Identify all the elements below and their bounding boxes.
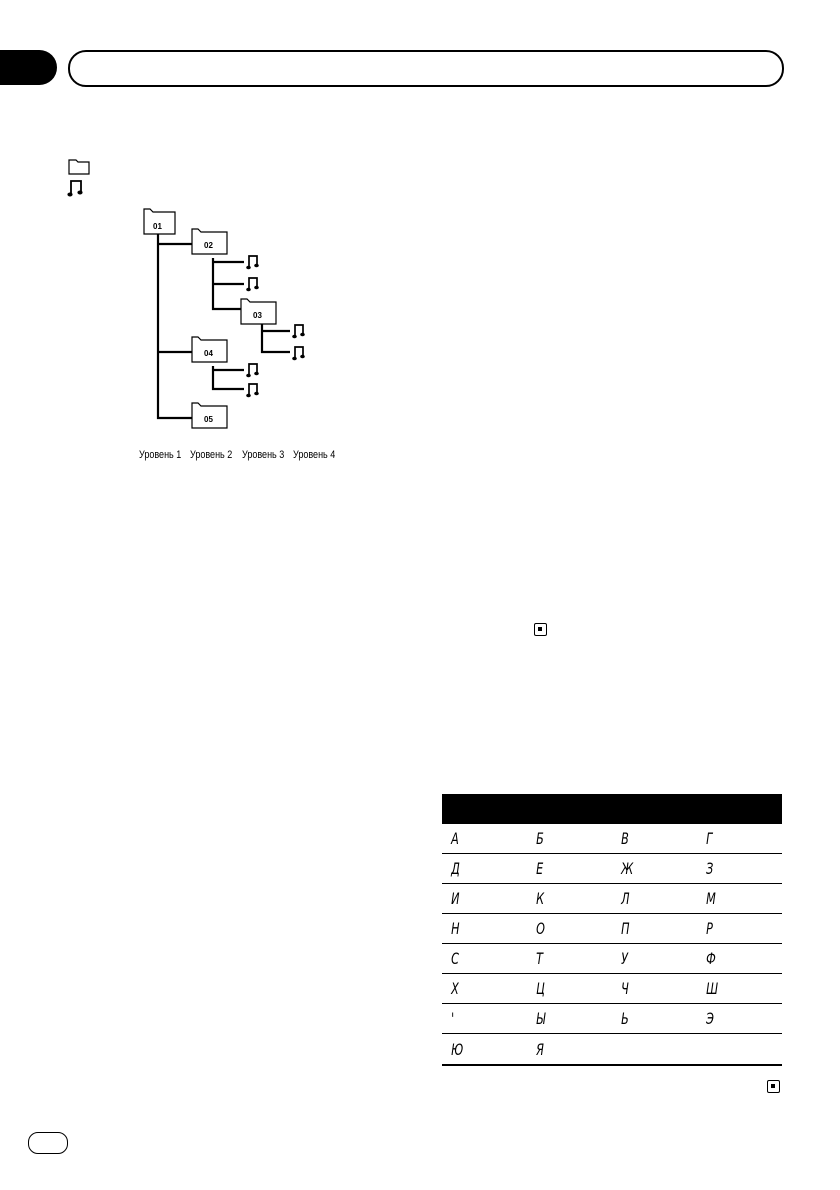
- folder-03: 03: [240, 298, 277, 325]
- folder-05: 05: [191, 402, 228, 429]
- table-cell: И: [451, 889, 460, 908]
- folder-02-label: 02: [204, 241, 213, 250]
- character-display-table: А Б В Г Д Е Ж З И К Л М Н О П Р С Т У Ф: [442, 794, 782, 1066]
- table-cell: Т: [536, 949, 543, 968]
- folder-04: 04: [191, 336, 228, 363]
- table-cell: Ь: [621, 1009, 629, 1028]
- music-note-icon: [245, 277, 260, 293]
- table-cell: С: [451, 949, 459, 968]
- level-label-1: Уровень 1: [139, 449, 182, 461]
- table-cell: Б: [536, 829, 544, 848]
- music-note-icon: [245, 363, 260, 379]
- folder-tree-diagram: 01 02 03 04 05: [143, 208, 306, 429]
- folder-01-label: 01: [153, 222, 162, 231]
- folder-04-label: 04: [204, 349, 213, 358]
- table-cell: Е: [536, 859, 544, 878]
- chapter-tab: [0, 50, 57, 85]
- table-cell: Р: [706, 919, 713, 938]
- table-cell: У: [621, 949, 628, 968]
- table-cell: А: [451, 829, 459, 848]
- table-cell: Ш: [706, 979, 719, 998]
- table-cell: Ч: [621, 979, 629, 998]
- section-header-bar: [68, 50, 784, 87]
- table-cell: Ж: [621, 859, 634, 878]
- table-cell: Ц: [536, 979, 545, 998]
- level-label-4: Уровень 4: [293, 449, 336, 461]
- table-cell: В: [621, 829, 629, 848]
- table-cell: Ф: [706, 949, 716, 968]
- folder-icon: [68, 159, 90, 175]
- table-row: Ю Я: [442, 1034, 782, 1066]
- music-note-icon: [291, 346, 306, 362]
- music-note-icon: [245, 255, 260, 271]
- page-number-box: [28, 1132, 68, 1154]
- folder-03-label: 03: [253, 311, 262, 320]
- folder-05-label: 05: [204, 415, 213, 424]
- stop-square-icon: [767, 1080, 780, 1093]
- table-row: Х Ц Ч Ш: [442, 974, 782, 1004]
- table-cell: Д: [451, 859, 460, 878]
- table-row: И К Л М: [442, 884, 782, 914]
- table-body: А Б В Г Д Е Ж З И К Л М Н О П Р С Т У Ф: [442, 824, 782, 1066]
- table-cell: Ы: [536, 1009, 546, 1028]
- table-cell: ': [451, 1009, 455, 1028]
- music-note-icon: [291, 324, 306, 340]
- folder-01: 01: [143, 208, 176, 235]
- table-cell: М: [706, 889, 716, 908]
- table-cell: Ю: [451, 1039, 464, 1059]
- stop-square-icon: [534, 623, 547, 636]
- table-row: С Т У Ф: [442, 944, 782, 974]
- table-cell: Э: [706, 1009, 714, 1028]
- table-cell: Г: [706, 829, 713, 848]
- table-row: Д Е Ж З: [442, 854, 782, 884]
- table-row: А Б В Г: [442, 824, 782, 854]
- table-row: Н О П Р: [442, 914, 782, 944]
- music-note-icon: [67, 180, 83, 197]
- table-cell: Х: [451, 979, 459, 998]
- level-label-2: Уровень 2: [190, 449, 233, 461]
- table-cell: П: [621, 919, 630, 938]
- table-header: [442, 794, 782, 824]
- table-cell: З: [706, 859, 714, 878]
- table-row: ' Ы Ь Э: [442, 1004, 782, 1034]
- table-cell: О: [536, 919, 545, 938]
- table-cell: Л: [621, 889, 630, 908]
- level-label-3: Уровень 3: [242, 449, 285, 461]
- folder-02: 02: [191, 228, 228, 255]
- table-cell: Я: [536, 1039, 544, 1059]
- table-cell: Н: [451, 919, 460, 938]
- table-cell: К: [536, 889, 545, 908]
- music-note-icon: [245, 383, 260, 399]
